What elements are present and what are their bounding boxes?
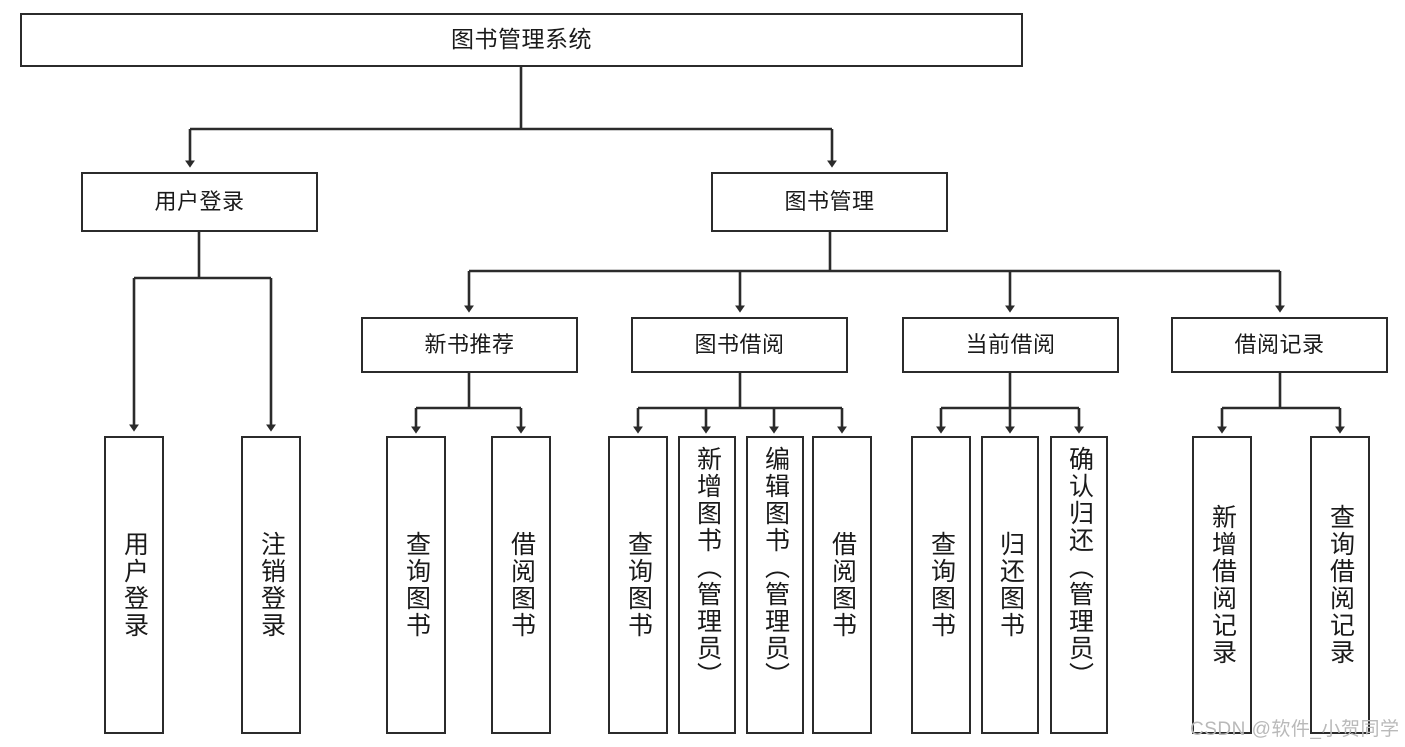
node-label: 借阅图书 <box>507 531 536 639</box>
node-leaf-logout[interactable]: 注销登录 <box>241 436 301 734</box>
node-leaf-query-book-1[interactable]: 查询图书 <box>386 436 446 734</box>
node-leaf-borrow-book-2[interactable]: 借阅图书 <box>812 436 872 734</box>
node-new-book-recommend[interactable]: 新书推荐 <box>361 317 578 373</box>
node-label: 查询图书 <box>402 531 431 639</box>
node-book-management[interactable]: 图书管理 <box>711 172 948 232</box>
node-label: 归还图书 <box>996 531 1025 639</box>
node-label: 编辑图书（管理员） <box>761 446 790 689</box>
node-label: 图书管理系统 <box>451 26 592 53</box>
node-leaf-query-record[interactable]: 查询借阅记录 <box>1310 436 1370 734</box>
node-leaf-user-login[interactable]: 用户登录 <box>104 436 164 734</box>
node-current-borrow[interactable]: 当前借阅 <box>902 317 1119 373</box>
node-leaf-query-book-3[interactable]: 查询图书 <box>911 436 971 734</box>
node-leaf-query-book-2[interactable]: 查询图书 <box>608 436 668 734</box>
node-label: 用户登录 <box>154 188 245 214</box>
node-label: 新增借阅记录 <box>1208 504 1237 666</box>
node-leaf-edit-book[interactable]: 编辑图书（管理员） <box>746 436 804 734</box>
node-leaf-add-book[interactable]: 新增图书（管理员） <box>678 436 736 734</box>
node-label: 借阅记录 <box>1234 331 1325 357</box>
node-user-login[interactable]: 用户登录 <box>81 172 318 232</box>
node-label: 查询图书 <box>624 531 653 639</box>
node-label: 注销登录 <box>257 531 286 639</box>
node-label: 新书推荐 <box>424 331 515 357</box>
node-label: 新增图书（管理员） <box>693 446 722 689</box>
node-label: 借阅图书 <box>828 531 857 639</box>
node-label: 图书借阅 <box>694 331 785 357</box>
node-label: 查询借阅记录 <box>1326 504 1355 666</box>
node-book-management-system[interactable]: 图书管理系统 <box>20 13 1023 67</box>
node-label: 当前借阅 <box>965 331 1056 357</box>
node-leaf-confirm-return[interactable]: 确认归还（管理员） <box>1050 436 1108 734</box>
node-book-borrow[interactable]: 图书借阅 <box>631 317 848 373</box>
node-leaf-return-book[interactable]: 归还图书 <box>981 436 1039 734</box>
node-leaf-add-record[interactable]: 新增借阅记录 <box>1192 436 1252 734</box>
node-leaf-borrow-book-1[interactable]: 借阅图书 <box>491 436 551 734</box>
node-label: 确认归还（管理员） <box>1065 446 1094 689</box>
node-label: 查询图书 <box>927 531 956 639</box>
csdn-watermark: CSDN @软件_小贺同学 <box>1190 719 1400 740</box>
node-borrow-record[interactable]: 借阅记录 <box>1171 317 1388 373</box>
node-label: 图书管理 <box>784 188 875 214</box>
node-label: 用户登录 <box>120 531 149 639</box>
